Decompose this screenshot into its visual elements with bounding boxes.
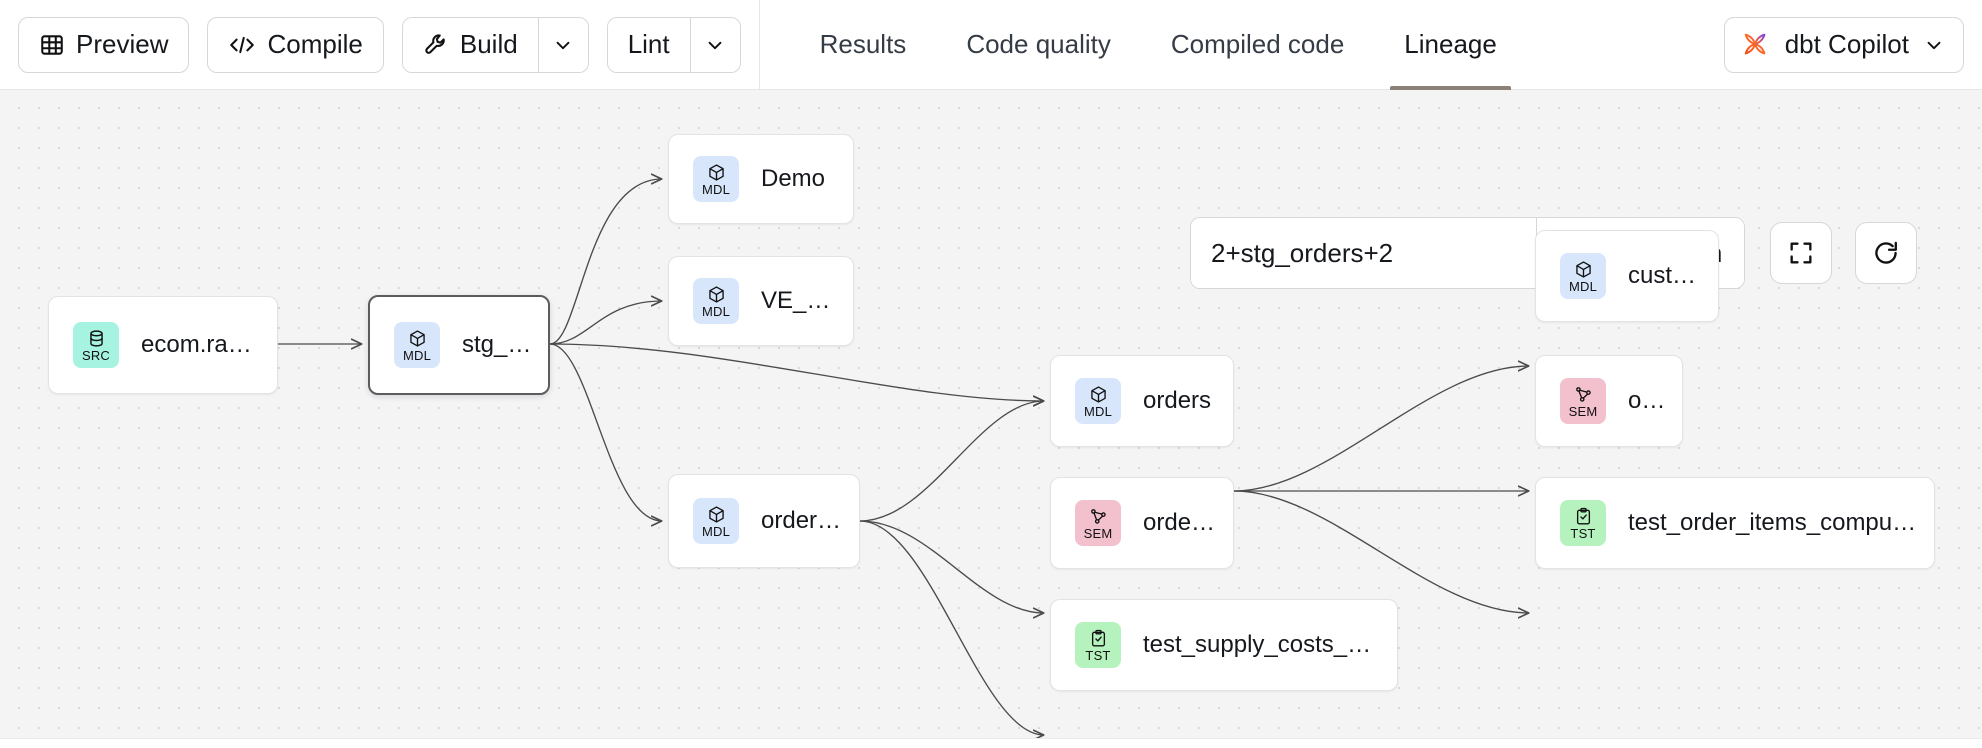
lint-split-button: Lint (606, 16, 741, 73)
node-label: Demo (761, 165, 826, 192)
compile-button[interactable]: Compile (207, 16, 384, 73)
fit-view-button[interactable] (1770, 222, 1832, 284)
preview-button[interactable]: Preview (18, 16, 190, 73)
chevron-down-icon (1923, 34, 1945, 56)
node-label: customers (1628, 262, 1718, 289)
node-type-badge-src: SRC (73, 322, 119, 368)
node-type-tag: MDL (701, 181, 731, 197)
lineage-node-orders-semantic[interactable]: SEM orders (1535, 355, 1683, 447)
node-type-badge-sem: SEM (1075, 500, 1121, 546)
tab-code-quality[interactable]: Code quality (936, 0, 1141, 90)
fullscreen-icon (1787, 239, 1815, 267)
node-label: orders (1628, 387, 1682, 414)
node-type-badge-mdl: MDL (693, 156, 739, 202)
node-type-tag: MDL (1083, 403, 1113, 419)
node-label: stg_orders (462, 331, 548, 358)
node-type-tag: SEM (1083, 525, 1113, 541)
node-type-tag: MDL (1568, 278, 1598, 294)
tab-compiled-code[interactable]: Compiled code (1141, 0, 1374, 90)
node-type-tag: MDL (701, 523, 731, 539)
node-type-badge-mdl: MDL (1075, 378, 1121, 424)
node-label: test_supply_costs_sum_correctly (1143, 631, 1397, 658)
node-label: order_item (1143, 509, 1233, 536)
clipboard-check-icon (1089, 629, 1108, 648)
toolbar-divider (758, 0, 760, 90)
lineage-node-ve-demo[interactable]: MDL VE_Demo (668, 256, 854, 346)
node-type-badge-sem: SEM (1560, 378, 1606, 424)
build-label: Build (459, 29, 518, 59)
refresh-icon (1872, 239, 1900, 267)
canvas-bottom-strip (0, 738, 1982, 748)
refresh-graph-button[interactable] (1855, 222, 1917, 284)
node-label: orders (1143, 387, 1212, 414)
editor-toolbar: Preview Compile (0, 0, 741, 90)
semantic-icon (1089, 507, 1108, 526)
lineage-node-order-items[interactable]: MDL order_items (668, 474, 860, 568)
cube-icon (408, 329, 427, 348)
tab-results[interactable]: Results (790, 0, 937, 90)
table-icon (39, 32, 65, 58)
tab-lineage[interactable]: Lineage (1374, 0, 1527, 90)
compile-label: Compile (267, 29, 363, 59)
lineage-node-ecom-raw-orders[interactable]: SRC ecom.raw_orders (48, 296, 278, 394)
lineage-node-test-supply-costs[interactable]: TST test_supply_costs_sum_correctly (1050, 599, 1398, 691)
result-tabs: Results Code quality Compiled code Linea… (760, 0, 1527, 90)
tab-lineage-label: Lineage (1404, 29, 1497, 59)
tab-compiled-code-label: Compiled code (1170, 29, 1345, 59)
node-type-tag: MDL (402, 347, 432, 363)
dbt-copilot-icon (1741, 30, 1771, 60)
tab-code-quality-label: Code quality (966, 29, 1111, 59)
code-brackets-icon (228, 32, 256, 58)
graph-selector-input[interactable] (1191, 218, 1536, 288)
top-header: Preview Compile (0, 0, 1982, 90)
lineage-node-order-item-semantic[interactable]: SEM order_item (1050, 477, 1234, 569)
preview-label: Preview (76, 29, 169, 59)
semantic-icon (1574, 385, 1593, 404)
lineage-node-test-order-items[interactable]: TST test_order_items_compute_to_bools_c… (1535, 477, 1935, 569)
node-type-badge-tst: TST (1075, 622, 1121, 668)
lint-label: Lint (627, 29, 670, 59)
node-label: test_order_items_compute_to_bools_c… (1628, 509, 1934, 536)
node-label: VE_Demo (761, 287, 853, 314)
node-type-badge-mdl: MDL (693, 278, 739, 324)
lineage-node-orders-model[interactable]: MDL orders (1050, 355, 1234, 447)
lint-dropdown-toggle[interactable] (689, 17, 740, 72)
node-label: order_items (761, 507, 859, 534)
cube-icon (707, 163, 726, 182)
clipboard-check-icon (1574, 507, 1593, 526)
node-type-tag: SRC (81, 347, 111, 363)
node-type-tag: TST (1085, 647, 1111, 663)
database-icon (87, 329, 106, 348)
cube-icon (707, 505, 726, 524)
dbt-copilot-label: dbt Copilot (1784, 29, 1909, 59)
node-type-badge-mdl: MDL (394, 322, 440, 368)
node-type-tag: SEM (1568, 403, 1598, 419)
build-dropdown-toggle[interactable] (537, 17, 588, 72)
node-type-tag: MDL (701, 303, 731, 319)
build-button[interactable]: Build (402, 17, 538, 72)
lineage-canvas[interactable]: Update Graph (0, 90, 1982, 738)
lineage-edges (278, 90, 1982, 738)
chevron-down-icon (704, 34, 726, 56)
cube-icon (707, 285, 726, 304)
node-type-badge-mdl: MDL (693, 498, 739, 544)
lineage-node-customers[interactable]: MDL customers (1535, 230, 1719, 322)
lineage-node-demo[interactable]: MDL Demo (668, 134, 854, 224)
chevron-down-icon (552, 34, 574, 56)
dbt-copilot-button[interactable]: dbt Copilot (1723, 16, 1964, 73)
node-label: ecom.raw_orders (141, 331, 277, 358)
cube-icon (1089, 385, 1108, 404)
lineage-node-stg-orders[interactable]: MDL stg_orders (368, 295, 550, 395)
cube-icon (1574, 260, 1593, 279)
tab-results-label: Results (819, 29, 907, 59)
node-type-badge-tst: TST (1560, 500, 1606, 546)
wrench-icon (423, 32, 449, 58)
lint-button[interactable]: Lint (607, 17, 690, 72)
node-type-tag: TST (1570, 525, 1596, 541)
node-type-badge-mdl: MDL (1560, 253, 1606, 299)
build-split-button: Build (401, 16, 589, 73)
